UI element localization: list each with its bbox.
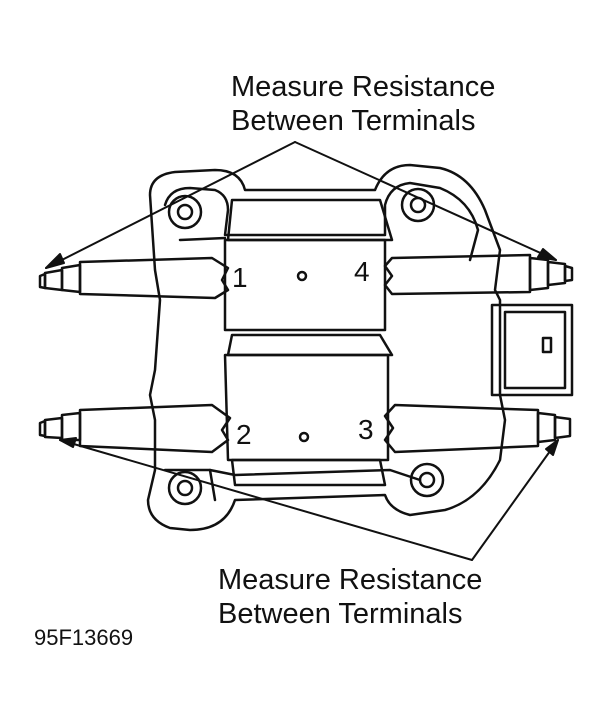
top-leader-lines <box>45 141 557 269</box>
terminal-3-tower <box>383 403 572 454</box>
top-arrowhead-right <box>537 248 557 261</box>
bottom-leader-left <box>59 439 473 561</box>
terminal-1-label: 1 <box>232 262 248 293</box>
top-label-line1: Measure Resistance <box>231 71 496 103</box>
terminal-1-tower <box>38 256 230 300</box>
terminal-3-label: 3 <box>358 414 374 445</box>
top-leader-left <box>45 141 296 269</box>
terminal-2-label: 2 <box>236 419 252 450</box>
bottom-label-line1: Measure Resistance <box>218 564 483 596</box>
coil-center-body <box>223 198 394 487</box>
terminal-4-tower <box>383 253 574 296</box>
coil-housing <box>146 163 507 532</box>
figure-id: 95F13669 <box>34 625 134 650</box>
bottom-arrowhead-left <box>59 437 77 448</box>
top-leader-right <box>294 141 557 261</box>
terminal-4-label: 4 <box>354 256 370 287</box>
bottom-leader-lines <box>59 437 559 561</box>
bottom-leader-right <box>471 439 559 561</box>
top-label-line2: Between Terminals <box>231 105 476 137</box>
bottom-arrowhead-right <box>545 439 559 456</box>
top-arrowhead-left <box>45 253 65 269</box>
bottom-label-line2: Between Terminals <box>218 598 463 630</box>
terminal-2-tower <box>38 403 232 454</box>
electrical-connector <box>490 303 574 397</box>
mounting-holes <box>167 187 445 506</box>
